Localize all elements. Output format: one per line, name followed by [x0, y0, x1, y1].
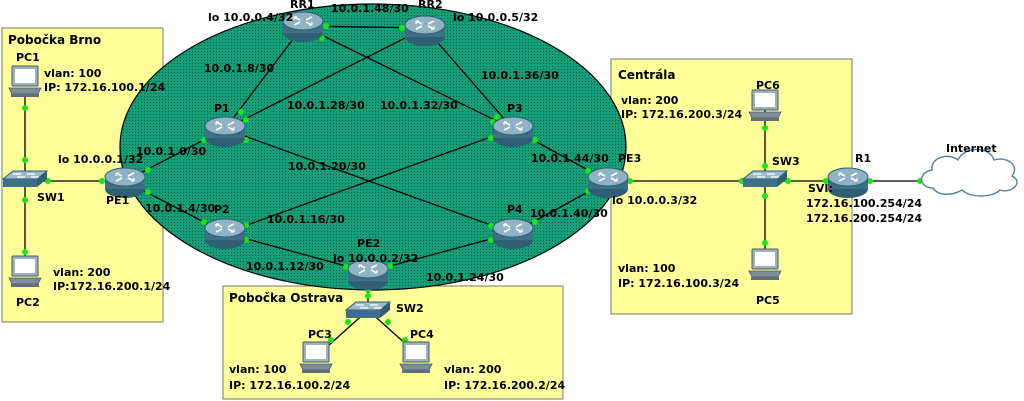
mpls-core-cloud [119, 3, 627, 291]
subnet-pe2-p4: 10.0.1.24/30 [426, 271, 504, 284]
loopback-pe2: lo 10.0.0.2/32 [333, 252, 418, 265]
subnet-pe1-p1: 10.0.1.0/30 [136, 145, 206, 158]
pc-pc6[interactable] [748, 89, 782, 122]
pc1-vlan: vlan: 100 [44, 67, 102, 80]
pc-pc3[interactable] [299, 341, 333, 374]
subnet-p3-pe3: 10.0.1.44/30 [531, 152, 609, 165]
label-pc3: PC3 [308, 328, 332, 341]
area-brno-label: Pobočka Brno [8, 33, 101, 47]
pc5-ip: IP: 172.16.100.3/24 [618, 277, 739, 290]
loopback-rr1: lo 10.0.0.4/32 [208, 11, 293, 24]
pc6-ip: IP: 172.16.200.3/24 [621, 108, 742, 121]
label-pe2: PE2 [357, 237, 380, 250]
label-sw1: SW1 [37, 191, 65, 204]
internet-cloud-icon[interactable] [920, 148, 1018, 197]
r1-svi-ip-vlan100: 172.16.100.254/24 [806, 197, 922, 210]
label-pc6: PC6 [756, 79, 780, 92]
router-r1[interactable] [827, 167, 869, 199]
pc-pc4[interactable] [399, 341, 433, 374]
pc4-vlan: vlan: 200 [444, 363, 502, 376]
area-ostrava-label: Pobočka Ostrava [229, 291, 343, 305]
pc2-ip: IP:172.16.200.1/24 [53, 280, 171, 293]
label-p4: P4 [507, 203, 523, 216]
loopback-pe3: lo 10.0.0.3/32 [612, 194, 697, 207]
r1-svi-ip-vlan200: 172.16.200.254/24 [806, 212, 922, 225]
subnet-rr1-p1: 10.0.1.8/30 [204, 62, 274, 75]
pc1-ip: IP: 172.16.100.1/24 [44, 81, 165, 94]
pc2-vlan: vlan: 200 [53, 266, 111, 279]
label-r1: R1 [855, 152, 871, 165]
subnet-p4-pe3: 10.0.1.40/30 [530, 207, 608, 220]
label-internet: Internet [946, 142, 997, 155]
label-rr1: RR1 [290, 0, 315, 11]
label-p3: P3 [507, 102, 523, 115]
area-centrala-label: Centrála [618, 68, 675, 82]
label-sw3: SW3 [772, 155, 800, 168]
label-pc2: PC2 [16, 296, 40, 309]
label-pc1: PC1 [16, 51, 40, 64]
pc5-vlan: vlan: 100 [618, 262, 676, 275]
area-centrala [610, 58, 853, 315]
pc-pc2[interactable] [8, 255, 42, 288]
pc3-ip: IP: 172.16.100.2/24 [229, 379, 350, 392]
loopback-rr2: lo 10.0.0.5/32 [453, 11, 538, 24]
router-rr2[interactable] [404, 15, 446, 47]
pc4-ip: IP: 172.16.200.2/24 [444, 379, 565, 392]
subnet-rr2-p1: 10.0.1.28/30 [287, 99, 365, 112]
label-pc4: PC4 [410, 328, 434, 341]
label-p2: P2 [214, 203, 230, 216]
label-pe3: PE3 [618, 152, 641, 165]
pc-pc5[interactable] [748, 248, 782, 281]
r1-svi-label: SVI: [808, 182, 833, 195]
router-p2[interactable] [204, 218, 246, 250]
subnet-p1-p4: 10.0.1.20/30 [288, 160, 366, 173]
subnet-rr1-p3: 10.0.1.32/30 [380, 99, 458, 112]
subnet-p2-p3: 10.0.1.16/30 [267, 213, 345, 226]
loopback-pe1: lo 10.0.0.1/32 [58, 153, 143, 166]
subnet-pe1-p2: 10.0.1.4/30 [145, 202, 215, 215]
subnet-rr1-rr2: 10.0.1.48/30 [331, 2, 409, 15]
label-rr2: RR2 [418, 0, 443, 11]
pc3-vlan: vlan: 100 [229, 363, 287, 376]
label-pc5: PC5 [756, 294, 780, 307]
label-p1: P1 [214, 102, 230, 115]
subnet-p2-pe2: 10.0.1.12/30 [246, 260, 324, 273]
area-ostrava [222, 285, 564, 400]
router-p4[interactable] [492, 218, 534, 250]
router-p1[interactable] [204, 116, 246, 148]
subnet-rr2-p3: 10.0.1.36/30 [481, 69, 559, 82]
pc6-vlan: vlan: 200 [621, 94, 679, 107]
label-pe1: PE1 [106, 194, 129, 207]
label-sw2: SW2 [396, 302, 424, 315]
router-p3[interactable] [492, 116, 534, 148]
pc-pc1[interactable] [8, 65, 42, 98]
